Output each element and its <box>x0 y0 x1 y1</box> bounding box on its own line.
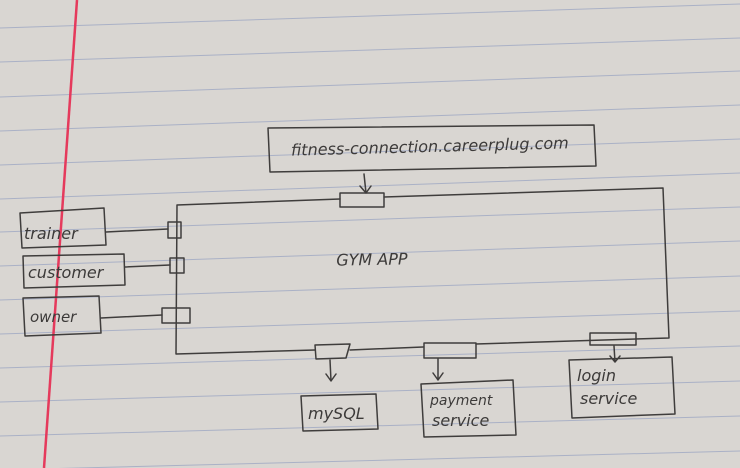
payment-service-line1: payment <box>429 393 493 409</box>
login-service-line2: service <box>580 389 637 408</box>
trainer-box <box>19 207 107 249</box>
gym-app-box <box>175 187 670 355</box>
customer-connector <box>124 264 171 268</box>
customer-box <box>22 253 126 289</box>
mysql-box <box>300 393 379 432</box>
mysql-port <box>314 343 351 360</box>
owner-label: owner <box>30 308 77 326</box>
login-port <box>589 332 637 346</box>
customer-label: customer <box>28 263 105 282</box>
ruled-lines <box>0 3 740 468</box>
payment-arrow <box>432 358 444 381</box>
mysql-label: mySQL <box>308 404 365 423</box>
owner-connector <box>100 314 163 319</box>
trainer-label: trainer <box>24 224 79 243</box>
margin-line <box>42 0 79 468</box>
payment-port <box>423 342 477 359</box>
left-port-1 <box>167 221 182 239</box>
login-service-box <box>568 356 676 419</box>
owner-box <box>22 295 102 337</box>
gym-app-label: GYM APP <box>336 249 408 269</box>
trainer-connector <box>105 228 169 233</box>
top-port <box>339 192 385 208</box>
url-box <box>267 124 597 173</box>
payment-service-box <box>420 379 517 438</box>
mysql-arrow <box>325 359 337 382</box>
payment-service-line2: service <box>432 411 489 430</box>
login-service-line1: login <box>577 366 616 385</box>
